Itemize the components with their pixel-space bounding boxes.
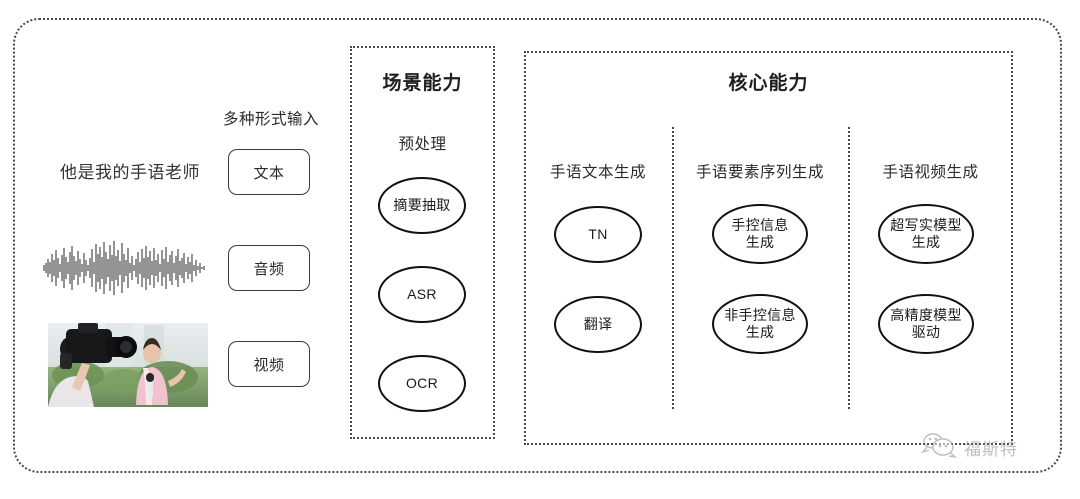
node-high-precision-model-driving: 高精度模型 驱动 (878, 294, 974, 354)
core-capability-panel (524, 51, 1013, 445)
node-summary-extraction: 摘要抽取 (378, 177, 466, 234)
core-column-title-sign-video: 手语视频生成 (882, 164, 979, 181)
core-panel-title: 核心能力 (728, 73, 809, 94)
core-column-divider-1 (672, 127, 674, 409)
node-label: OCR (405, 375, 438, 391)
core-column-title-element-sequence: 手语要素序列生成 (695, 164, 824, 181)
sample-sentence-text: 他是我的手语老师 (60, 163, 200, 182)
input-section-heading: 多种形式输入 (222, 111, 319, 128)
node-asr: ASR (378, 266, 466, 323)
modality-box-video: 视频 (228, 341, 310, 387)
waveform-icon (40, 238, 208, 298)
node-manual-signal-generation: 手控信息 生成 (712, 204, 808, 264)
outer-frame (13, 18, 1062, 473)
node-photorealistic-model-generation: 超写实模型 生成 (878, 204, 974, 264)
scene-column-title: 预处理 (398, 136, 447, 153)
node-non-manual-signal-generation: 非手控信息 生成 (712, 294, 808, 354)
node-label: TN (588, 226, 608, 242)
scene-capability-panel (350, 46, 495, 439)
watermark: 福斯特 (920, 432, 1018, 463)
node-label: ASR (407, 286, 437, 302)
node-translation: 翻译 (554, 296, 642, 353)
node-label: 非手控信息 生成 (724, 307, 796, 340)
node-label: 摘要抽取 (393, 197, 451, 213)
node-label: 手控信息 生成 (731, 217, 789, 250)
node-label: 翻译 (583, 316, 613, 332)
wechat-bubbles-icon (920, 432, 958, 463)
node-ocr: OCR (378, 355, 466, 412)
node-label: 高精度模型 驱动 (890, 307, 962, 340)
video-thumbnail-icon (48, 323, 208, 407)
modality-box-text: 文本 (228, 149, 310, 195)
node-tn: TN (554, 206, 642, 263)
scene-panel-title: 场景能力 (382, 73, 463, 94)
watermark-text: 福斯特 (964, 440, 1018, 459)
modality-box-audio: 音频 (228, 245, 310, 291)
core-column-title-sign-text: 手语文本生成 (549, 164, 646, 181)
node-label: 超写实模型 生成 (890, 217, 962, 250)
core-column-divider-2 (848, 127, 850, 409)
